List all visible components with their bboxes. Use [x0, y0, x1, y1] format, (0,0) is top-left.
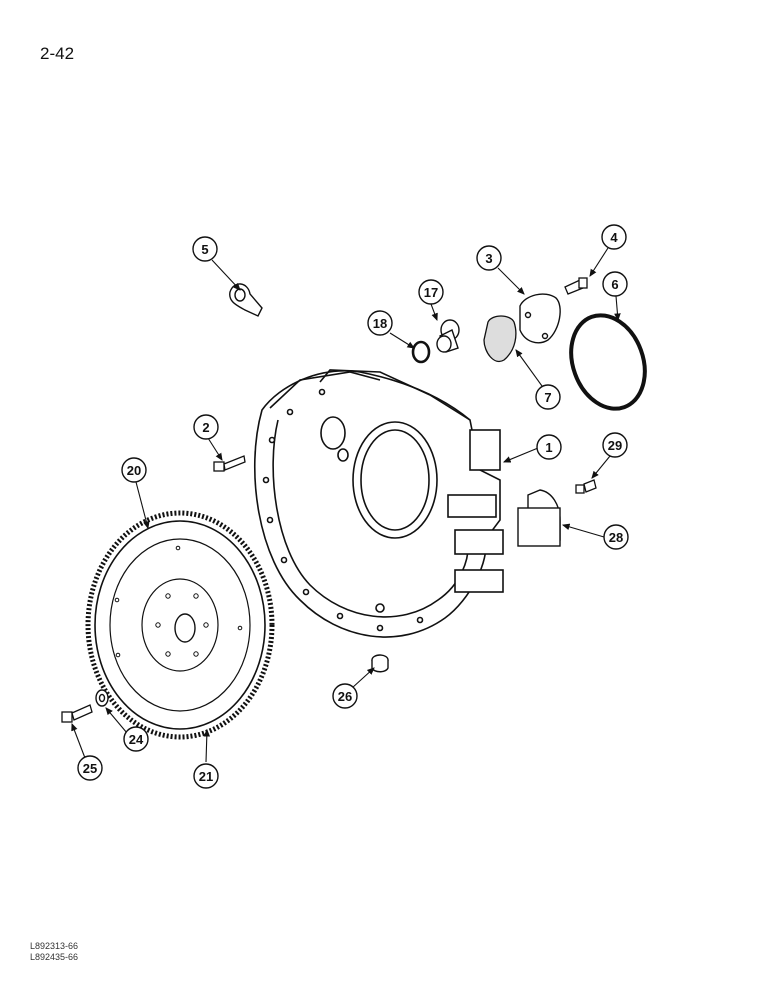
flywheel	[85, 510, 275, 740]
gasket-7	[483, 315, 517, 363]
callout-4: 4	[601, 224, 627, 250]
svg-text:26: 26	[338, 689, 352, 704]
svg-text:2: 2	[202, 420, 209, 435]
figure-reference-1: L892313-66	[30, 941, 79, 951]
callout-6: 6	[602, 271, 628, 297]
callout-26: 26	[332, 683, 358, 709]
cover-28	[517, 489, 561, 547]
callout-17: 17	[418, 279, 444, 305]
callout-2: 2	[193, 414, 219, 440]
bolt-4	[564, 277, 588, 295]
svg-text:24: 24	[129, 732, 144, 747]
page-number: 2-42	[40, 44, 75, 63]
callout-7: 7	[535, 384, 561, 410]
callout-29: 29	[602, 432, 628, 458]
svg-text:6: 6	[611, 277, 618, 292]
callout-24: 24	[123, 726, 149, 752]
o-ring-6	[569, 313, 647, 411]
flywheel-housing	[253, 369, 504, 638]
callout-21: 21	[193, 763, 219, 789]
plug-17	[436, 319, 460, 353]
seal-18	[411, 340, 431, 364]
svg-text:20: 20	[127, 463, 141, 478]
bolt-2	[213, 455, 246, 472]
cover-plate-3	[519, 293, 561, 344]
svg-text:7: 7	[544, 390, 551, 405]
svg-text:29: 29	[608, 438, 622, 453]
svg-text:5: 5	[201, 242, 208, 257]
svg-text:4: 4	[610, 230, 618, 245]
clamp	[229, 283, 263, 317]
washer-24	[95, 689, 109, 707]
figure-reference-2: L892435-66	[30, 952, 79, 962]
leader-lines	[71, 247, 621, 763]
svg-text:1: 1	[545, 440, 552, 455]
bolt-29	[575, 479, 597, 494]
bolt-25	[61, 704, 93, 723]
callout-25: 25	[77, 755, 103, 781]
callout-5: 5	[192, 236, 218, 262]
callout-1: 1	[536, 434, 562, 460]
callout-28: 28	[603, 524, 629, 550]
svg-text:28: 28	[609, 530, 623, 545]
callout-18: 18	[367, 310, 393, 336]
svg-text:3: 3	[485, 251, 492, 266]
svg-text:21: 21	[199, 769, 213, 784]
figure-references: L892313-66 L892435-66	[30, 941, 78, 963]
svg-text:18: 18	[373, 316, 387, 331]
callout-20: 20	[121, 457, 147, 483]
svg-text:17: 17	[424, 285, 438, 300]
svg-text:25: 25	[83, 761, 97, 776]
callout-3: 3	[476, 245, 502, 271]
plug-26	[371, 654, 389, 673]
